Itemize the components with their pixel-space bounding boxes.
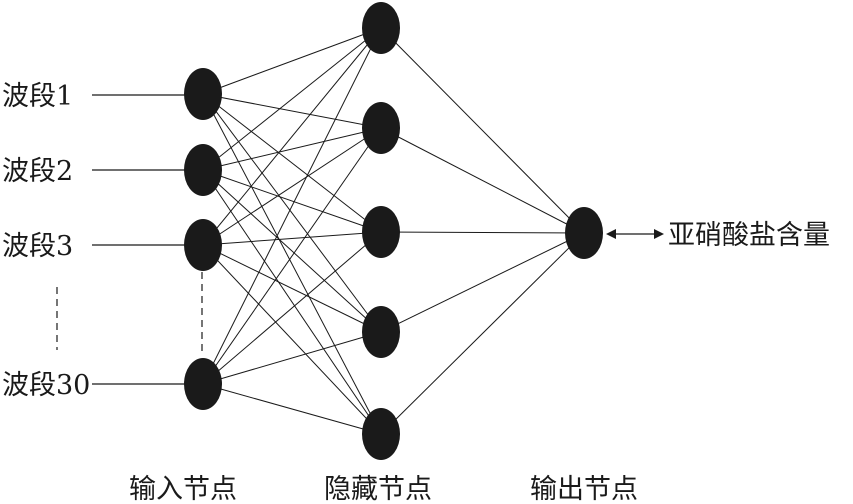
edge-input1-hidden4 xyxy=(202,93,382,333)
edge-hidden4-output xyxy=(380,232,585,333)
hidden-node-2 xyxy=(362,102,400,154)
hidden-node-3 xyxy=(362,206,400,258)
edge-input3-hidden4 xyxy=(202,244,382,333)
edge-hidden5-output xyxy=(380,232,585,435)
input-node-3 xyxy=(184,219,222,271)
edge-input2-hidden4 xyxy=(202,169,382,333)
edge-input3-hidden5 xyxy=(202,244,382,435)
output-label: 亚硝酸盐含量 xyxy=(668,220,830,251)
network-edges xyxy=(202,27,585,435)
edge-input4-hidden2 xyxy=(202,127,382,385)
caption-hidden-nodes: 隐藏节点 xyxy=(324,474,432,504)
input-label-band1: 波段1 xyxy=(2,81,73,112)
edge-input4-hidden3 xyxy=(202,231,382,385)
input-node-2 xyxy=(184,144,222,196)
edge-hidden1-output xyxy=(380,27,585,234)
hidden-node-4 xyxy=(362,306,400,358)
edge-input2-hidden1 xyxy=(202,27,382,171)
edge-input3-hidden2 xyxy=(202,127,382,246)
edge-hidden3-output xyxy=(380,231,585,234)
hidden-node-5 xyxy=(362,408,400,460)
edge-input1-hidden2 xyxy=(202,93,382,129)
edge-input1-hidden1 xyxy=(202,27,382,95)
caption-output-nodes: 输出节点 xyxy=(530,474,638,504)
hidden-node-1 xyxy=(362,2,400,54)
edge-input3-hidden3 xyxy=(202,231,382,246)
input-label-band30: 波段30 xyxy=(2,370,90,401)
output-node xyxy=(565,207,603,259)
edge-input4-hidden5 xyxy=(202,383,382,435)
input-node-30 xyxy=(184,358,222,410)
input-label-band2: 波段2 xyxy=(2,156,73,187)
edge-input2-hidden3 xyxy=(202,169,382,233)
edge-input4-hidden1 xyxy=(202,27,382,385)
input-node-1 xyxy=(184,68,222,120)
edge-input2-hidden5 xyxy=(202,169,382,435)
edge-input1-hidden3 xyxy=(202,93,382,233)
edge-input2-hidden2 xyxy=(202,127,382,171)
input-label-band3: 波段3 xyxy=(2,231,73,262)
edge-input4-hidden4 xyxy=(202,331,382,385)
output-arrow-left-head xyxy=(606,229,616,239)
edge-input1-hidden5 xyxy=(202,93,382,435)
output-arrow-right-head xyxy=(654,229,664,239)
edge-input3-hidden1 xyxy=(202,27,382,246)
caption-input-nodes: 输入节点 xyxy=(129,474,237,504)
edge-hidden2-output xyxy=(380,127,585,234)
